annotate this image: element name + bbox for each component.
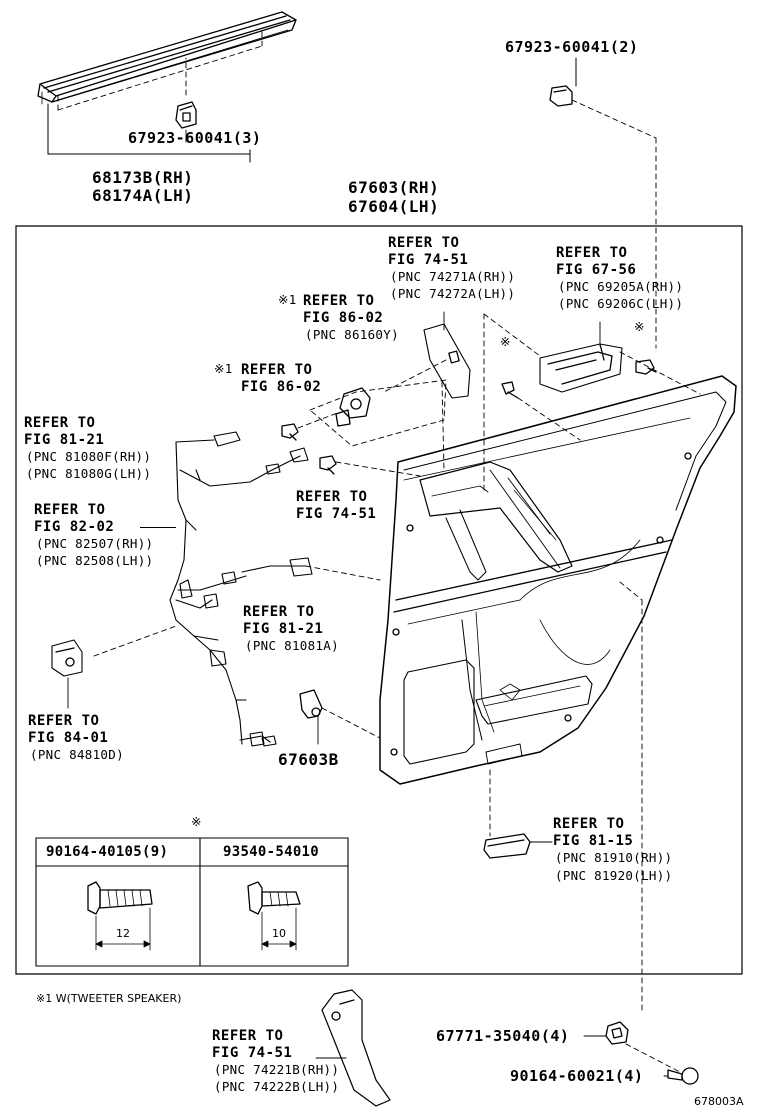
wire-harness [169, 431, 313, 747]
fastener-screw-1 [87, 881, 153, 915]
figure-code: 678003A [694, 1095, 744, 1108]
weatherstrip-clip-part [175, 101, 197, 129]
part-number-board-rh: 67603(RH) [348, 178, 440, 197]
part-number-weatherstrip-lh: 68174A(LH) [92, 186, 194, 205]
leader-82-02 [140, 527, 176, 528]
pull-handle-cover [321, 989, 391, 1107]
weatherstrip-part [37, 11, 297, 105]
door-trim-board [379, 375, 737, 785]
main-frame [15, 225, 743, 975]
table-header-col1: 90164-40105(9) [46, 844, 169, 860]
power-window-switch [539, 343, 623, 393]
part-number-board-lh: 67604(LH) [348, 197, 440, 216]
asterisk-mark-switch-clip: ※ [634, 319, 645, 334]
part-number-bottom-clip: 67771-35040(4) [436, 1027, 570, 1045]
table-header-col2: 93540-54010 [223, 844, 320, 860]
fastener-screw-2 [247, 881, 301, 915]
speaker-cover [423, 323, 471, 399]
switch-clip [635, 359, 657, 375]
board-clip-67603b [299, 689, 323, 719]
asterisk-mark-table: ※ [191, 814, 202, 829]
part-number-clip-top-right: 67923-60041(2) [505, 38, 639, 56]
footnote: ※1 W(TWEETER SPEAKER) [36, 992, 182, 1005]
courtesy-lamp [483, 833, 531, 859]
top-right-clip-part [549, 85, 573, 107]
dimension-label-col2: 10 [272, 927, 286, 940]
bottom-clip-67771 [605, 1021, 629, 1045]
part-number-weatherstrip-rh: 68173B(RH) [92, 168, 194, 187]
bottom-screw [667, 1067, 699, 1085]
small-screw [501, 381, 519, 399]
tweeter-clip [281, 423, 299, 441]
door-lock-bracket [51, 639, 83, 677]
dim-line-1 [95, 907, 151, 951]
part-number-bottom-screw: 90164-60021(4) [510, 1067, 644, 1085]
board-clip-upper [319, 455, 337, 475]
part-number-weatherstrip-clip: 67923-60041(3) [128, 129, 262, 147]
dimension-label-col1: 12 [116, 927, 130, 940]
inside-handle-assembly [419, 461, 573, 581]
dim-line-2 [261, 907, 297, 951]
fastener-table [35, 837, 349, 967]
asterisk-mark-screw: ※ [500, 334, 511, 349]
part-number-board-clip: 67603B [278, 750, 339, 769]
tweeter-speaker [335, 387, 371, 427]
